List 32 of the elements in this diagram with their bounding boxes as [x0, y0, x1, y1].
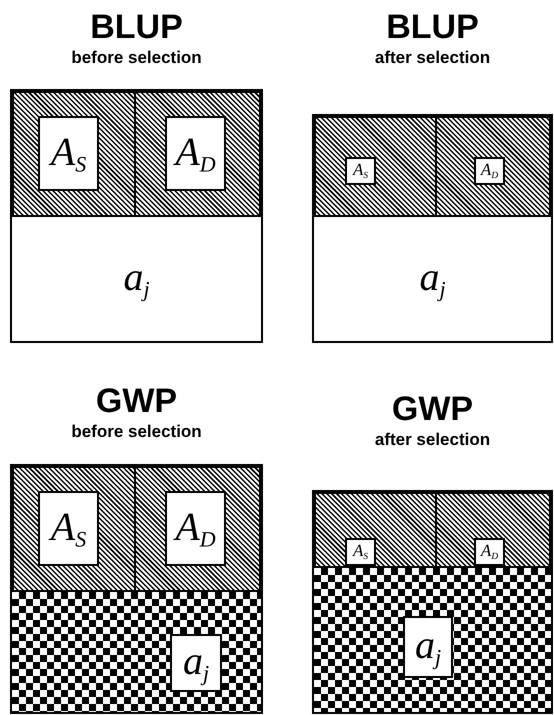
hatched-cell: [12, 466, 136, 592]
checkered-region: [12, 590, 261, 712]
panel-title: GWP: [392, 390, 474, 428]
hatched-cell: [314, 116, 437, 217]
panel-subtitle: before selection: [71, 422, 202, 442]
hatched-cell: [134, 466, 261, 592]
term-box: A$_{D}$: [474, 538, 505, 566]
panel-subtitle: before selection: [71, 48, 202, 68]
term-box: A$_{S}$: [345, 538, 376, 566]
hatched-cell: [314, 492, 437, 568]
term-box: A$_{D}$: [165, 491, 226, 566]
hatched-cell: [134, 91, 261, 217]
panel-title: BLUP: [386, 8, 479, 46]
term-box: A$_{S}$: [38, 491, 99, 566]
term-box: a$_{j}$: [170, 634, 222, 692]
panel-title: BLUP: [90, 8, 183, 46]
term-box: A$_{D}$: [474, 157, 505, 185]
term-box: A$_{S}$: [345, 157, 376, 185]
hatched-cell: [435, 116, 551, 217]
panel-subtitle: after selection: [374, 48, 490, 68]
term-box: A$_{S}$: [38, 116, 99, 191]
hatched-cell: [435, 492, 551, 568]
term-label: a$_{j}$: [123, 257, 150, 301]
hatched-cell: [12, 91, 136, 217]
checkered-region: [314, 566, 551, 712]
term-region: [314, 215, 551, 341]
term-box: A$_{D}$: [165, 116, 226, 191]
panel-subtitle: after selection: [374, 430, 490, 450]
term-box: a$_{j}$: [403, 616, 453, 678]
term-label: a$_{j}$: [419, 257, 446, 301]
term-region: [12, 215, 261, 341]
panel-title: GWP: [96, 382, 178, 420]
